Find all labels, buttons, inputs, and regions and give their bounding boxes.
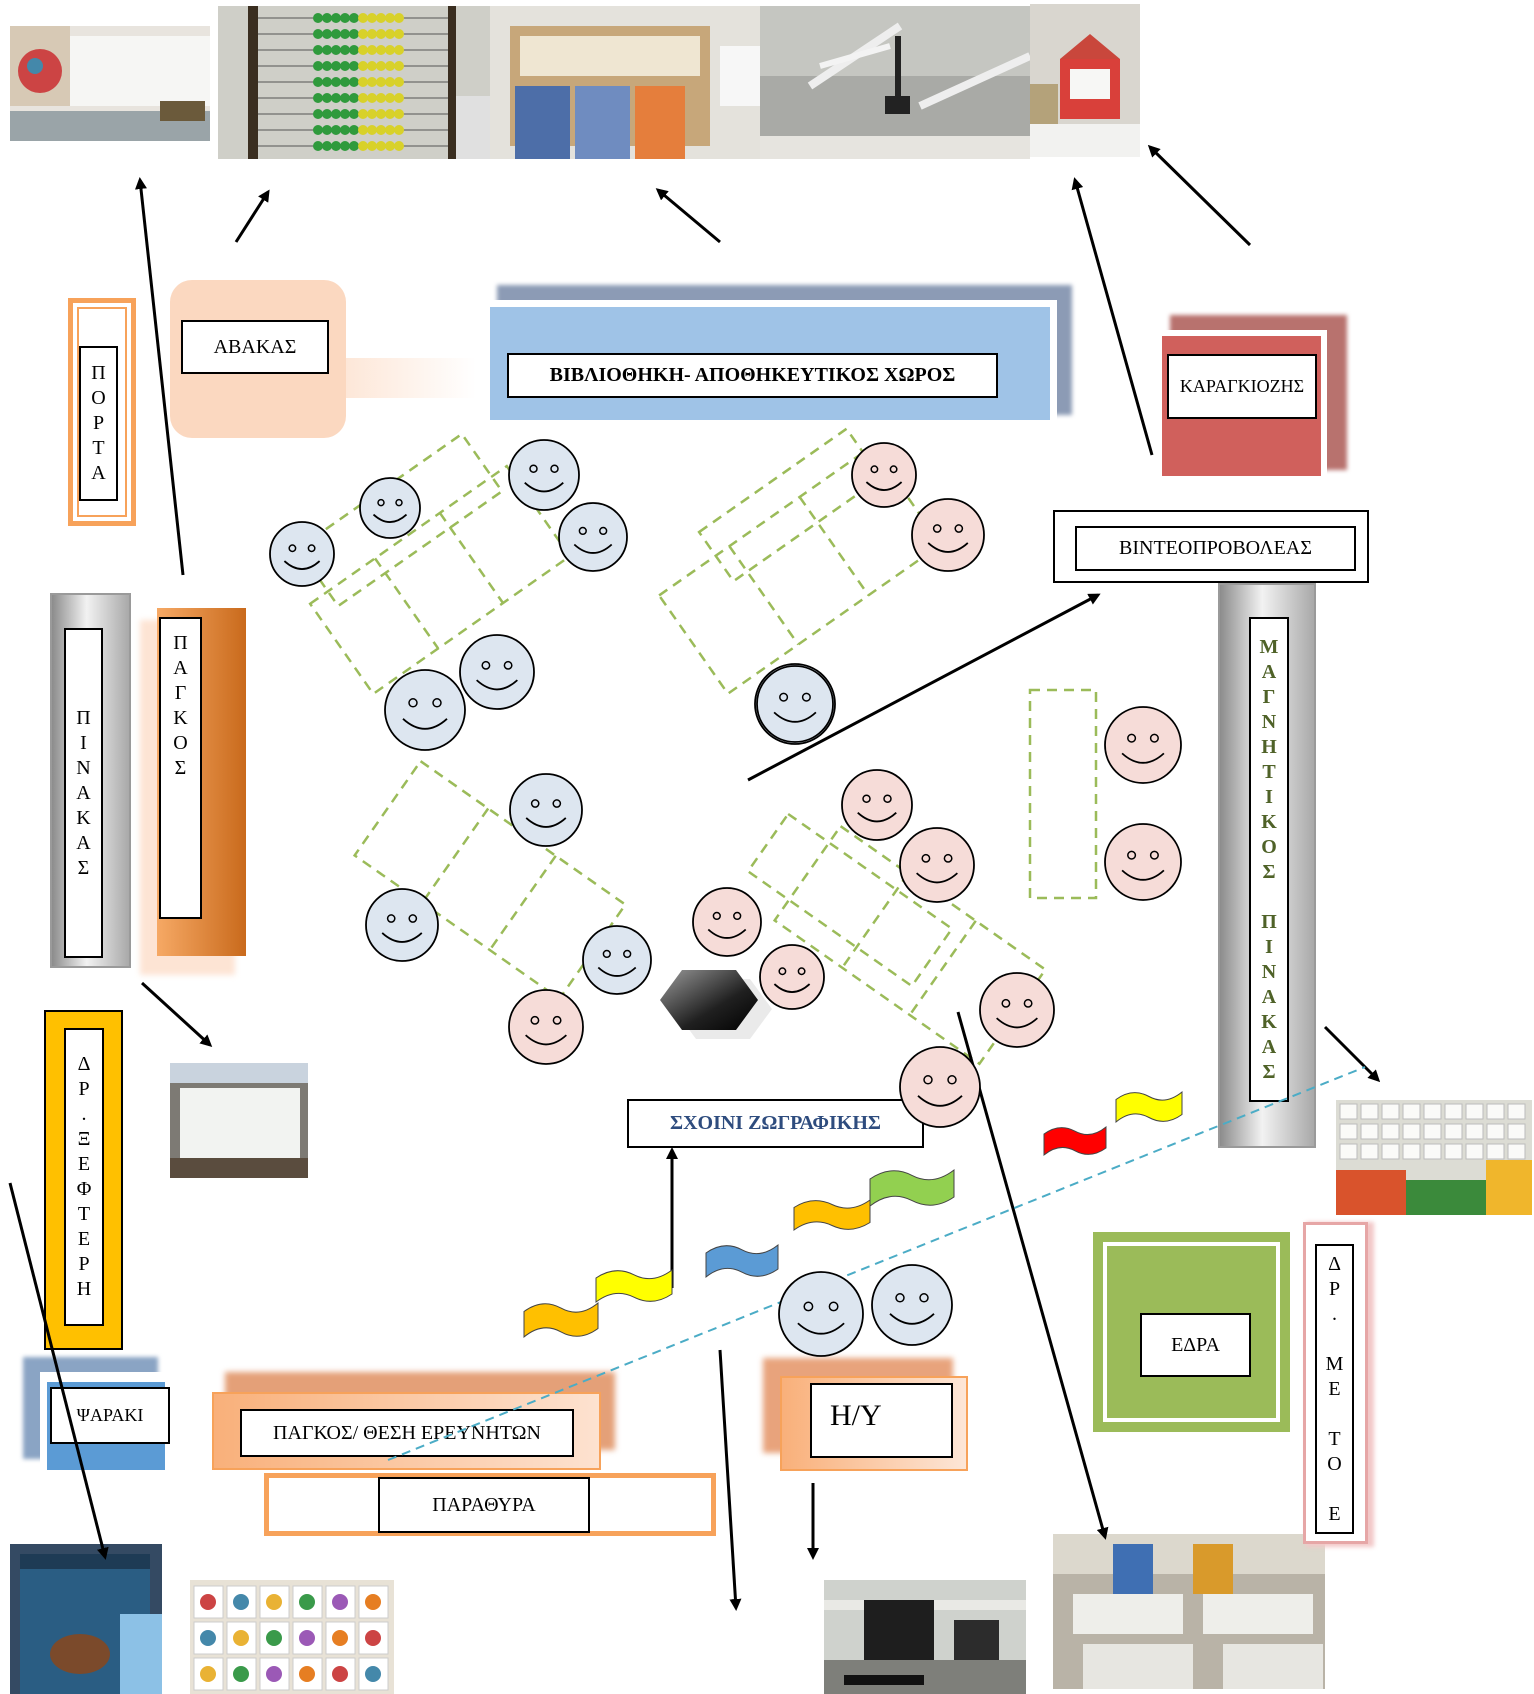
child-smiley-icon: [757, 666, 833, 742]
pennant-flag-icon: [596, 1270, 672, 1302]
child-smiley-icon: [900, 828, 974, 902]
child-smiley-icon: [509, 990, 583, 1064]
pennant-flag-icon: [870, 1170, 954, 1206]
child-smiley-icon: [509, 440, 579, 510]
pennant-flag-icon: [794, 1200, 870, 1230]
child-smiley-icon: [366, 889, 438, 961]
child-smiley-icon: [842, 770, 912, 840]
child-smiley-icon: [693, 888, 761, 956]
direction-arrow: [140, 180, 183, 575]
child-smiley-icon: [583, 926, 651, 994]
pennant-flag-icon: [1044, 1127, 1106, 1155]
child-smiley-icon: [852, 443, 916, 507]
child-smiley-icon: [900, 1047, 980, 1127]
direction-arrow: [10, 1183, 105, 1557]
desk-single: [1030, 690, 1096, 898]
child-smiley-icon: [1105, 707, 1181, 783]
child-smiley-icon: [1105, 824, 1181, 900]
child-smiley-icon: [912, 499, 984, 571]
child-smiley-icon: [779, 1272, 863, 1356]
child-smiley-icon: [559, 503, 627, 571]
pennant-flag-icon: [524, 1303, 598, 1337]
child-smiley-icon: [270, 522, 334, 586]
direction-arrow: [1075, 180, 1152, 455]
pennant-flag-icon: [1116, 1092, 1182, 1122]
child-smiley-icon: [360, 478, 420, 538]
pennant-flag-icon: [706, 1245, 778, 1277]
child-smiley-icon: [510, 774, 582, 846]
painting-rope-line: [388, 1067, 1365, 1460]
child-smiley-icon: [872, 1265, 952, 1345]
direction-arrow: [720, 1350, 736, 1608]
direction-arrow: [236, 192, 268, 242]
child-smiley-icon: [760, 945, 824, 1009]
child-smiley-icon: [980, 973, 1054, 1047]
direction-arrow: [142, 983, 210, 1045]
child-smiley-icon: [385, 670, 465, 750]
child-smiley-icon: [460, 635, 534, 709]
direction-arrow: [658, 190, 720, 242]
direction-arrow: [1150, 147, 1250, 245]
